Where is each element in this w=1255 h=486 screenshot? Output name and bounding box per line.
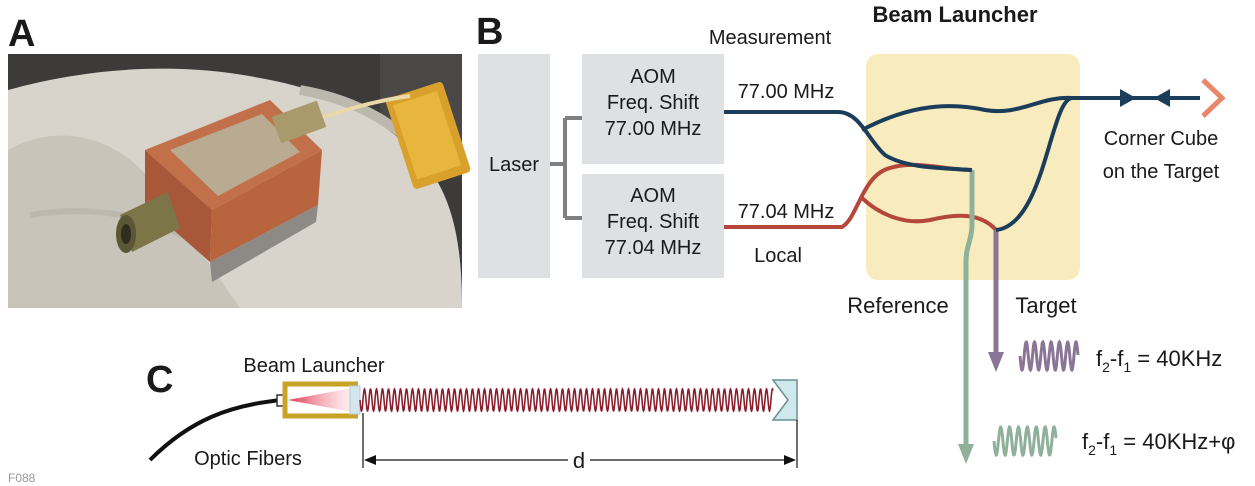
measurement-label: Measurement (709, 27, 832, 49)
photo-beam-launcher (8, 54, 471, 308)
target-beat-wave (1018, 339, 1080, 373)
freq-bottom-label: 77.04 MHz (738, 201, 835, 223)
local-label: Local (754, 245, 802, 267)
distance-label-bg (568, 448, 590, 472)
freq-top-label: 77.00 MHz (738, 81, 835, 103)
splitter-bracket (550, 116, 582, 220)
reference-beat-formula: f2-f1 = 40KHz+φ (1082, 429, 1235, 458)
panel-a: A (8, 13, 471, 308)
laser-beam-wave (359, 387, 774, 413)
outgoing-arrow-icon (1120, 89, 1136, 107)
laser-box (478, 54, 550, 278)
corner-cube-label-line2: on the Target (1103, 161, 1220, 183)
optic-fibers-label: Optic Fibers (194, 448, 302, 470)
optic-fiber (148, 398, 283, 462)
panel-c: C Beam Launcher Optic Fibers d (146, 355, 798, 473)
reference-beat-wave (992, 424, 1058, 458)
corner-cube-icon (1201, 78, 1226, 118)
reference-path (963, 170, 975, 448)
distance-label: d (573, 448, 585, 473)
reference-arrowhead (958, 444, 974, 464)
aom-top-line3: 77.00 MHz (605, 118, 702, 140)
aom-top-line1: AOM (630, 66, 676, 88)
panel-a-letter: A (8, 13, 35, 55)
aom-bottom-line2: Freq. Shift (607, 211, 700, 233)
aom-bottom-box (582, 174, 724, 278)
target-arrowhead (988, 352, 1004, 372)
distance-arrow-left (364, 455, 376, 465)
laser-label: Laser (489, 154, 539, 176)
panel-b-letter: B (476, 11, 503, 53)
corner-cube-target (771, 379, 798, 421)
panel-c-letter: C (146, 359, 173, 401)
beam-launcher-title: Beam Launcher (872, 2, 1037, 27)
reference-label: Reference (847, 293, 949, 318)
corner-cube-label-line1: Corner Cube (1104, 128, 1219, 150)
target-beat-formula: f2-f1 = 40KHz (1096, 346, 1222, 375)
launcher-housing (282, 381, 361, 419)
beam-launcher-label-c: Beam Launcher (243, 355, 385, 377)
aom-top-line2: Freq. Shift (607, 92, 700, 114)
figure-code: F088 (8, 471, 36, 485)
target-label: Target (1015, 293, 1076, 318)
aom-top-box (582, 54, 724, 164)
aom-bottom-line3: 77.04 MHz (605, 237, 702, 259)
panel-b: B Beam Launcher Laser AOM Freq. Shift 77… (476, 2, 1235, 464)
returning-arrow-icon (1154, 89, 1170, 107)
aom-bottom-line1: AOM (630, 185, 676, 207)
distance-arrow-right (784, 455, 796, 465)
